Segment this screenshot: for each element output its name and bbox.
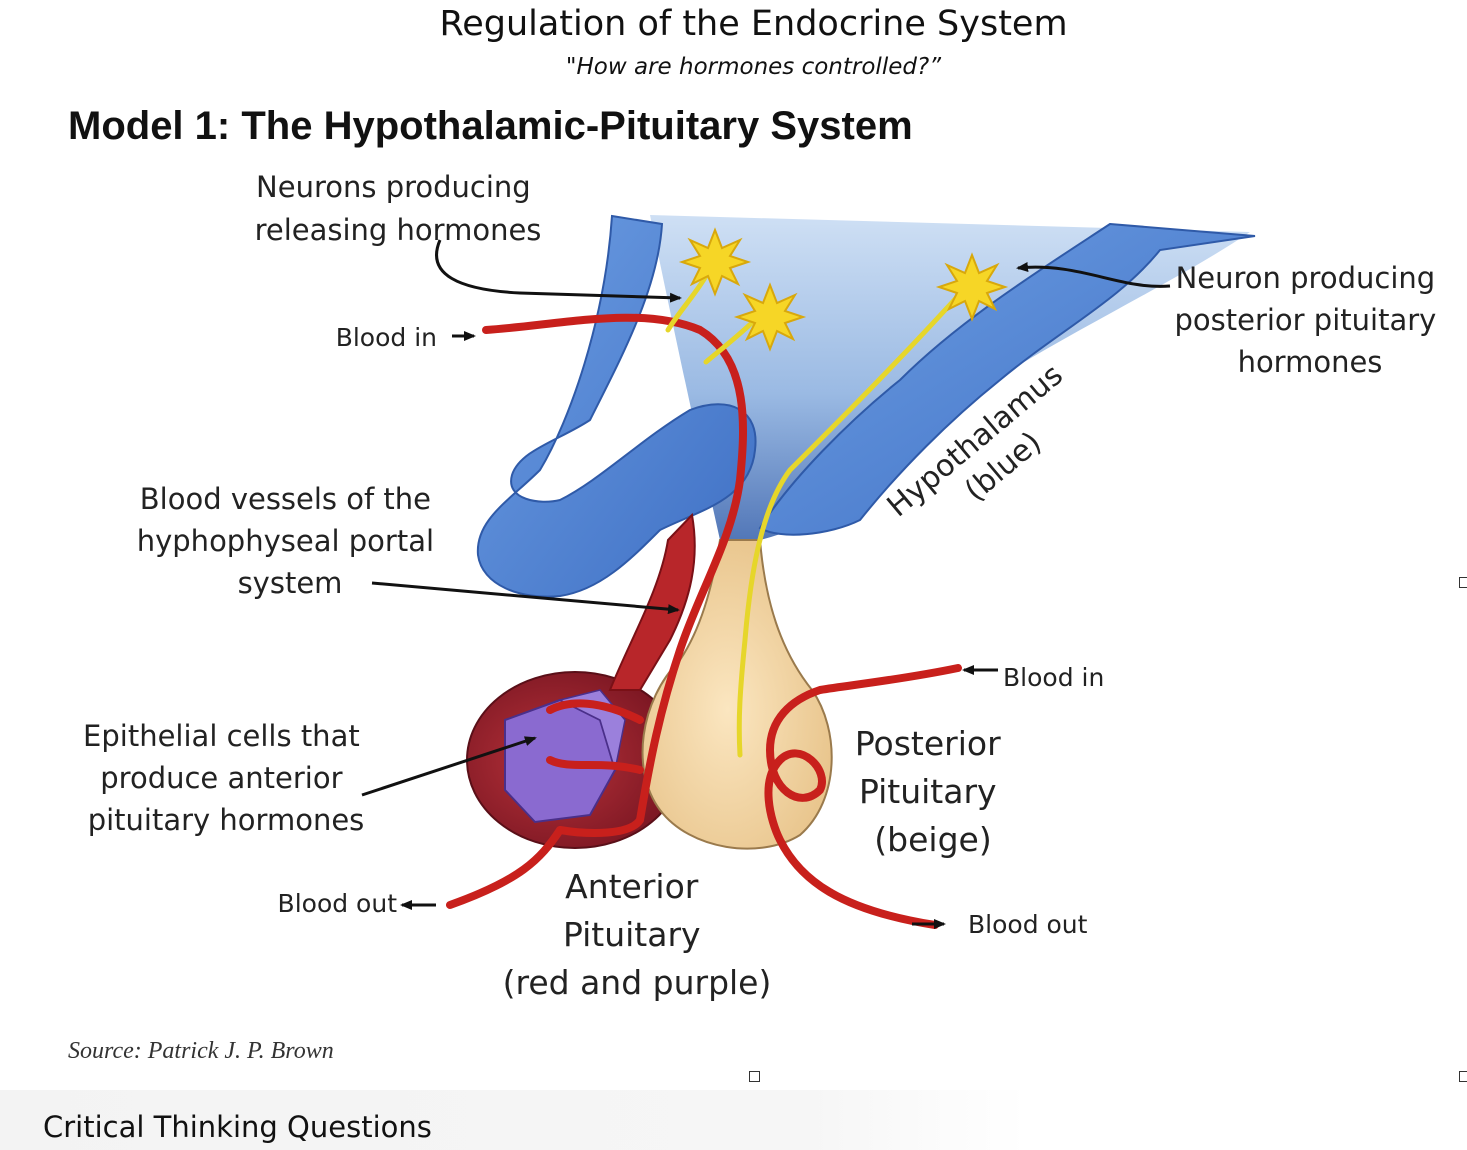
label-neurons-releasing: Neurons producing releasing hormones	[255, 170, 542, 247]
label-blood-in-left: Blood in	[336, 323, 437, 352]
page-subtitle: "How are hormones controlled?”	[565, 54, 942, 80]
label-portal-system: Blood vessels of the hyphophyseal portal…	[137, 482, 444, 600]
hypothalamus-left-column	[476, 214, 757, 598]
arrow-neurons-releasing	[435, 239, 682, 303]
label-blood-out-right: Blood out	[968, 910, 1088, 939]
arrow-epithelial	[361, 736, 537, 797]
page-title: Regulation of the Endocrine System	[439, 4, 1068, 44]
label-arrows	[361, 239, 1171, 929]
label-blood-out-left: Blood out	[278, 889, 398, 918]
selection-handle[interactable]	[749, 1071, 760, 1082]
label-neuron-posterior: Neuron producing posterior pituitary hor…	[1174, 261, 1445, 379]
section-heading: Critical Thinking Questions	[43, 1110, 432, 1144]
portal-stalk	[608, 512, 696, 691]
label-anterior-pituitary: Anterior Pituitary (red and purple)	[503, 867, 772, 1002]
label-blood-in-right: Blood in	[1003, 663, 1104, 692]
blood-vessels	[446, 313, 962, 929]
neuron-cell-bodies	[678, 227, 1009, 352]
arrow-neuron-posterior	[1016, 262, 1171, 288]
label-posterior-pituitary: Posterior Pituitary (beige)	[855, 724, 1011, 859]
source-credit: Source: Patrick J. P. Brown	[68, 1038, 334, 1064]
label-epithelial-cells: Epithelial cells that produce anterior p…	[83, 719, 369, 837]
arrow-portal-system	[371, 581, 680, 615]
selection-handle[interactable]	[1459, 577, 1467, 588]
selection-handle[interactable]	[1459, 1071, 1467, 1082]
section-band	[0, 1090, 1467, 1150]
hypothalamus-right-column	[758, 222, 1256, 536]
model-title: Model 1: The Hypothalamic-Pituitary Syst…	[68, 104, 913, 148]
